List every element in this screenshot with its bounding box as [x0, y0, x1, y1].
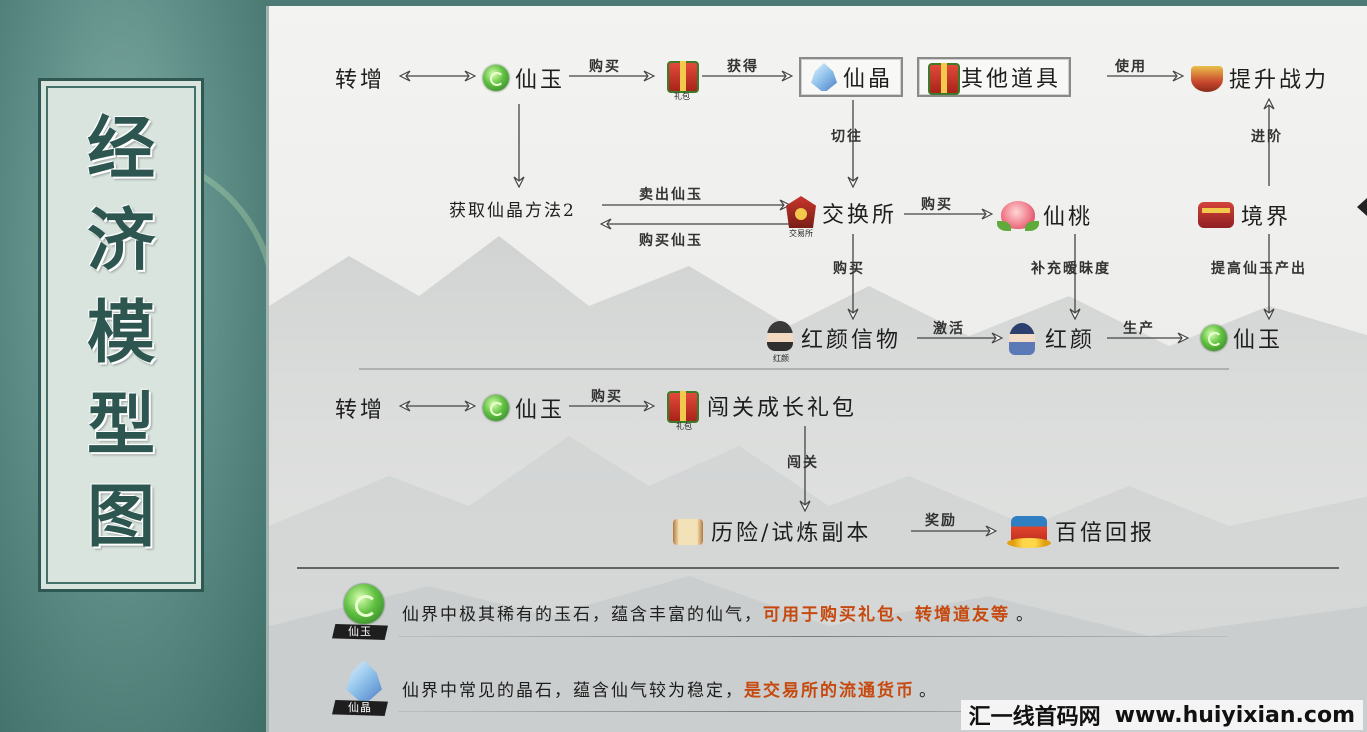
legend-underline	[398, 636, 1228, 637]
edge-label-buy-xianyu: 购买仙玉	[639, 233, 703, 249]
legend-highlight: 可用于购买礼包、转增道友等	[763, 604, 1010, 625]
edge-label-buy: 购买	[833, 261, 865, 277]
node-label: 仙玉	[1233, 328, 1284, 353]
cauldron-icon	[1191, 66, 1223, 92]
node-label: 转增	[335, 68, 386, 93]
flow-edges	[297, 6, 1339, 569]
node-label: 仙桃	[1043, 205, 1094, 230]
gift-box-icon	[667, 61, 699, 93]
node-dungeon: 历险/试炼副本	[671, 513, 871, 549]
item-bundle-icon	[928, 63, 960, 95]
icon-tag: 礼包	[674, 92, 690, 101]
node-beauty: 红颜	[1007, 320, 1095, 356]
node-label: 其他道具	[961, 67, 1062, 92]
title-frame: 经 济 模 型 图	[38, 78, 204, 592]
character-portrait-icon	[767, 321, 793, 351]
node-gift-1: 礼包	[665, 58, 703, 101]
collapse-arrow-icon[interactable]	[1357, 198, 1367, 216]
shop-icon	[786, 196, 816, 228]
title-char: 图	[86, 477, 155, 557]
watermark-cn: 汇一线首码网	[968, 705, 1101, 730]
legend-suffix: 。	[1016, 604, 1035, 625]
edge-label-use: 使用	[1115, 59, 1147, 75]
edge-label-reward: 奖励	[925, 513, 957, 529]
node-token: 红颜 红颜信物	[765, 320, 902, 363]
legend-text: 仙界中常见的晶石，蕴含仙气较为稳定，	[402, 680, 744, 701]
legend-badge-label: 仙晶	[332, 700, 388, 716]
left-panel: 经 济 模 型 图	[0, 0, 325, 732]
treasure-chest-icon	[1007, 516, 1051, 548]
node-label: 红颜信物	[801, 328, 902, 353]
legend-underline	[398, 711, 1098, 712]
edge-label-qiewang: 切往	[831, 129, 863, 145]
edge-label-get: 获得	[727, 59, 759, 75]
jade-icon	[344, 584, 384, 624]
edge-label-jinjie: 进阶	[1251, 129, 1283, 145]
node-label: 仙玉	[515, 68, 566, 93]
node-xianyu-3: 仙玉	[481, 390, 565, 426]
edge-label-buy: 购买	[921, 197, 953, 213]
legend-suffix: 。	[919, 680, 938, 701]
scroll-icon	[673, 519, 703, 545]
edge-label-raise-output: 提高仙玉产出	[1211, 261, 1307, 277]
title-char: 济	[86, 201, 155, 281]
node-label: 转增	[335, 398, 386, 423]
edge-label-activate: 激活	[933, 321, 965, 337]
diagram-paper: 转增 仙玉 礼包 仙晶 其他道具 提升战力 购买 获得 使用 切往 进阶 获取仙…	[266, 6, 1367, 732]
edge-label-replenish: 补充暧昧度	[1031, 261, 1111, 277]
title-char: 经	[86, 109, 155, 189]
node-power-up: 提升战力	[1189, 60, 1329, 96]
node-get-xianjing-method: 获取仙晶方法2	[449, 197, 576, 221]
node-label: 闯关成长礼包	[707, 396, 858, 421]
character-portrait-icon	[1009, 323, 1035, 355]
edge-label-sell-xianyu: 卖出仙玉	[639, 187, 703, 203]
legend-item-xianjing: 仙晶 仙界中常见的晶石，蕴含仙气较为稳定， 是交易所的流通货币 。	[330, 660, 938, 716]
node-xianyu-1: 仙玉	[481, 60, 565, 96]
icon-tag: 红颜	[773, 354, 789, 363]
node-label: 境界	[1241, 205, 1292, 230]
watermark-url: www.huiyixian.com	[1114, 702, 1355, 728]
realm-icon	[1198, 202, 1234, 228]
node-label: 仙玉	[515, 398, 566, 423]
gift-box-icon	[667, 391, 699, 423]
legend-item-xianyu: 仙玉 仙界中极其稀有的玉石，蕴含丰富的仙气， 可用于购买礼包、转增道友等 。	[330, 584, 1035, 640]
jade-icon	[1201, 325, 1227, 351]
title-char: 模	[86, 293, 155, 373]
page-title: 经 济 模 型 图	[41, 103, 201, 563]
node-peach: 仙桃	[997, 197, 1093, 233]
jade-icon	[483, 65, 509, 91]
node-label: 提升战力	[1229, 68, 1330, 93]
edge-label-pass-stage: 闯关	[787, 455, 819, 471]
node-label: 仙晶	[843, 67, 894, 92]
icon-tag: 交易所	[789, 229, 813, 238]
ink-mountain-background	[269, 236, 1367, 732]
edge-label-buy: 购买	[591, 389, 623, 405]
crystal-icon	[346, 660, 382, 702]
crystal-icon	[811, 63, 837, 91]
node-zhuanzeng-2: 转增	[335, 390, 385, 426]
legend-highlight: 是交易所的流通货币	[744, 680, 915, 701]
legend-text: 仙界中极其稀有的玉石，蕴含丰富的仙气，	[402, 604, 763, 625]
node-xianjing: 仙晶	[799, 57, 904, 97]
node-hundredfold-return: 百倍回报	[1007, 513, 1155, 549]
node-label: 交换所	[822, 203, 898, 228]
node-xianyu-2: 仙玉	[1199, 320, 1283, 356]
edge-label-buy: 购买	[589, 59, 621, 75]
watermark: 汇一线首码网 www.huiyixian.com	[960, 700, 1363, 730]
node-other-items: 其他道具	[917, 57, 1072, 97]
legend-badge-label: 仙玉	[332, 624, 388, 640]
node-label: 历险/试炼副本	[711, 521, 872, 546]
node-label: 红颜	[1045, 328, 1096, 353]
node-stage-growth-pack: 礼包 闯关成长礼包	[665, 388, 858, 431]
node-label: 获取仙晶方法2	[449, 200, 576, 221]
node-zhuanzeng-1: 转增	[335, 60, 385, 96]
node-exchange: 交易所 交换所	[784, 195, 898, 238]
peach-icon	[997, 201, 1039, 231]
jade-icon	[483, 395, 509, 421]
edge-label-produce: 生产	[1123, 321, 1155, 337]
title-char: 型	[86, 385, 155, 465]
icon-tag: 礼包	[676, 422, 692, 431]
node-label: 百倍回报	[1055, 521, 1156, 546]
node-realm: 境界	[1197, 197, 1291, 233]
